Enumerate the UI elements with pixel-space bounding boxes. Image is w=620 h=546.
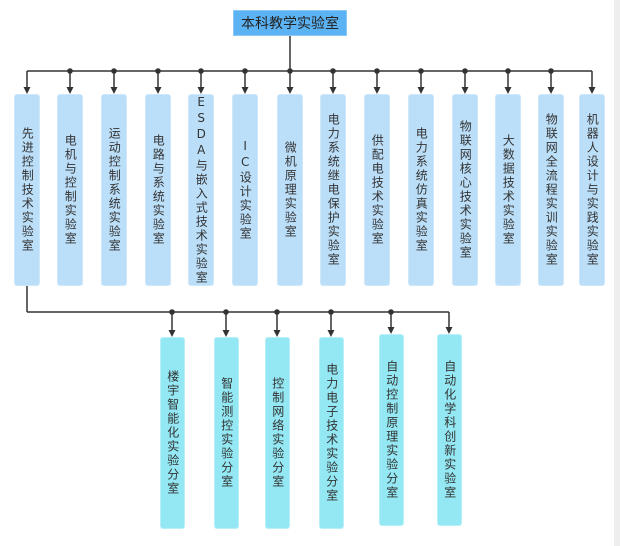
lab-node[interactable]: 电路与系统实验室 [145, 94, 171, 286]
junction-dot [198, 68, 204, 74]
scrollbar[interactable] [614, 0, 620, 546]
lab-node[interactable]: 电力系统仿真实验室 [408, 94, 434, 286]
junction-dot [67, 68, 73, 74]
sub-lab-node[interactable]: 控制网络实验分室 [265, 337, 290, 529]
sub-lab-label: 自动控制原理实验分室 [384, 360, 399, 500]
lab-node[interactable]: ESDA与嵌入式技术实验室 [188, 94, 214, 286]
arrow-head [273, 330, 281, 337]
arrow-head [241, 87, 249, 94]
arrow-head [110, 87, 118, 94]
lab-label: 物联网全流程实训实验室 [544, 113, 559, 267]
junction-dot [548, 68, 554, 74]
sub-lab-label: 自动化学科创新实验室 [442, 360, 457, 500]
lab-node[interactable]: 物联网核心技术实验室 [452, 94, 478, 286]
arrow-head [373, 87, 381, 94]
junction-dot [287, 68, 293, 74]
sub-lab-node[interactable]: 自动控制原理实验分室 [379, 334, 404, 526]
lab-label: 电机与控制实验室 [63, 134, 78, 246]
sub-lab-node[interactable]: 楼宇智能化实验分室 [160, 337, 185, 529]
arrow-head [461, 87, 469, 94]
sub-lab-node[interactable]: 电力电子技术实验分室 [319, 337, 344, 529]
lab-node[interactable]: 大数据技术实验室 [495, 94, 521, 286]
lab-node[interactable]: 运动控制系统实验室 [101, 94, 127, 286]
lab-node[interactable]: IC设计实验室 [232, 94, 258, 286]
root-label: 本科教学实验室 [241, 16, 339, 32]
arrow-head [417, 87, 425, 94]
lab-label: 先进控制技术实验室 [20, 127, 35, 253]
lab-node[interactable]: 机器人设计与实践实验室 [579, 94, 605, 286]
root-node[interactable]: 本科教学实验室 [233, 10, 347, 36]
lab-label: 电力系统继电保护实验室 [326, 113, 341, 267]
sub-lab-label: 电力电子技术实验分室 [324, 363, 339, 503]
lab-label: 大数据技术实验室 [501, 134, 516, 246]
sub-lab-label: 控制网络实验分室 [270, 377, 285, 489]
lab-label: 电路与系统实验室 [151, 134, 166, 246]
sub-lab-label: 楼宇智能化实验分室 [165, 370, 180, 496]
lab-node[interactable]: 物联网全流程实训实验室 [538, 94, 564, 286]
lab-node[interactable]: 先进控制技术实验室 [14, 94, 40, 286]
junction-dot [169, 309, 175, 315]
arrow-head [588, 87, 596, 94]
sub-lab-node[interactable]: 自动化学科创新实验室 [437, 334, 462, 526]
lab-label: 电力系统仿真实验室 [414, 127, 429, 253]
arrow-head [387, 327, 395, 334]
lab-label: 微机原理实验室 [283, 141, 298, 239]
junction-dot [155, 68, 161, 74]
arrow-head [504, 87, 512, 94]
lab-node[interactable]: 电力系统继电保护实验室 [320, 94, 346, 286]
junction-dot [328, 309, 334, 315]
junction-dot [374, 68, 380, 74]
arrow-head [23, 87, 31, 94]
arrow-head [329, 87, 337, 94]
arrow-head [222, 330, 230, 337]
lab-label: ESDA与嵌入式技术实验室 [194, 95, 209, 285]
arrow-head [547, 87, 555, 94]
lab-node[interactable]: 供配电技术实验室 [364, 94, 390, 286]
arrow-head [286, 87, 294, 94]
arrow-head [66, 87, 74, 94]
arrow-head [197, 87, 205, 94]
junction-dot [223, 309, 229, 315]
junction-dot [418, 68, 424, 74]
junction-dot [274, 309, 280, 315]
arrow-head [327, 330, 335, 337]
sub-lab-node[interactable]: 智能测控实验分室 [214, 337, 239, 529]
sub-lab-label: 智能测控实验分室 [219, 377, 234, 489]
junction-dot [462, 68, 468, 74]
junction-dot [242, 68, 248, 74]
lab-label: 物联网核心技术实验室 [458, 120, 473, 260]
junction-dot [330, 68, 336, 74]
arrow-head [154, 87, 162, 94]
lab-label: 运动控制系统实验室 [107, 127, 122, 253]
lab-node[interactable]: 微机原理实验室 [277, 94, 303, 286]
lab-label: 供配电技术实验室 [370, 134, 385, 246]
arrow-head [445, 327, 453, 334]
lab-label: 机器人设计与实践实验室 [585, 113, 600, 267]
lab-label: IC设计实验室 [238, 139, 253, 241]
arrow-head [168, 330, 176, 337]
junction-dot [388, 309, 394, 315]
junction-dot [505, 68, 511, 74]
junction-dot [111, 68, 117, 74]
lab-node[interactable]: 电机与控制实验室 [57, 94, 83, 286]
